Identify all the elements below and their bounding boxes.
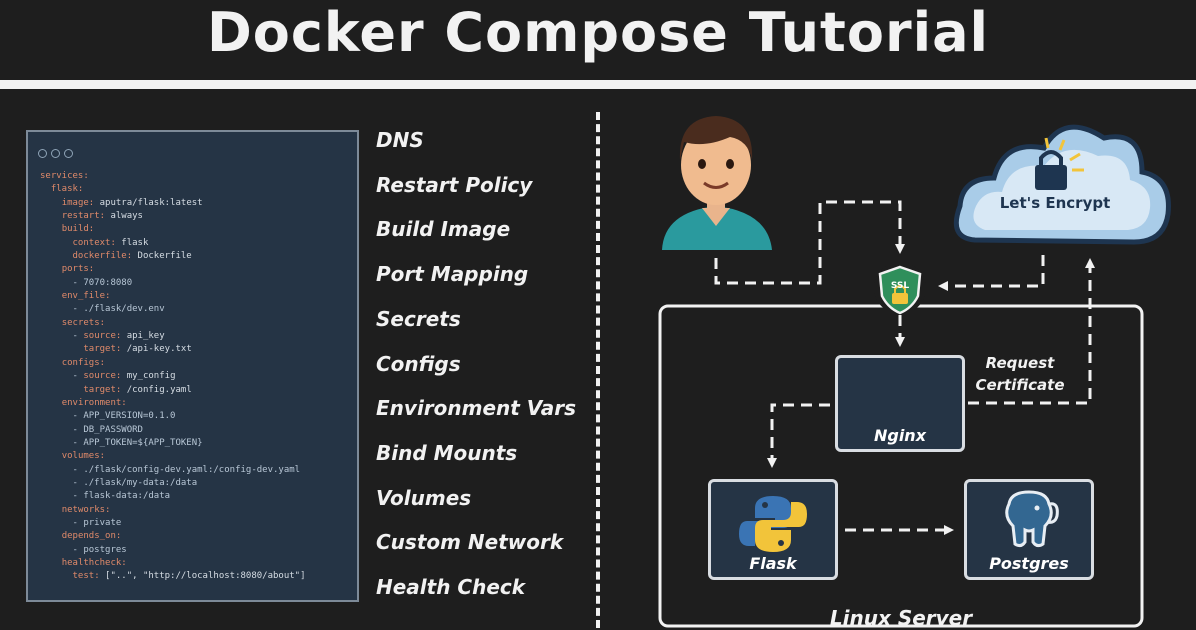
ssl-shield-icon: SSL [874, 262, 926, 315]
code-line: - ./flask/config-dev.yaml:/config-dev.ya… [40, 464, 301, 475]
code-line: test: ["..", "http://localhost:8080/abou… [72, 571, 306, 582]
compose-code: services: flask: image: aputra/flask:lat… [40, 170, 351, 584]
feature-item: Secrets [376, 306, 461, 331]
request-certificate-label: Request Certificate [960, 352, 1080, 396]
code-line: target: /config.yaml [83, 384, 192, 395]
code-line: context: flask [72, 237, 149, 248]
code-line: - ./flask/my-data:/data [40, 477, 198, 488]
code-line: - source: my_config [40, 371, 176, 382]
code-line: - 7070:8080 [40, 277, 133, 288]
code-line: secrets: [61, 317, 106, 328]
request-certificate-arrow [968, 258, 1095, 405]
ssl-badge-text: SSL [891, 281, 910, 291]
window-dot [51, 149, 60, 158]
code-line: build: [61, 224, 95, 235]
code-line: target: /api-key.txt [83, 344, 192, 355]
feature-item: Port Mapping [376, 262, 529, 287]
postgres-elephant-icon [1005, 490, 1059, 548]
page-title: Docker Compose Tutorial [206, 1, 990, 64]
code-line: configs: [61, 357, 106, 368]
python-icon [739, 496, 807, 552]
code-line: - source: api_key [40, 331, 165, 342]
code-line: - DB_PASSWORD [40, 424, 143, 435]
nginx-node: Nginx [835, 355, 965, 452]
lets-encrypt-cloud-icon [953, 124, 1171, 245]
code-line: environment: [61, 397, 127, 408]
letsencrypt-to-ssl-arrow [938, 255, 1045, 291]
lets-encrypt-label: Let's Encrypt [999, 194, 1111, 212]
feature-item: Volumes [376, 485, 472, 510]
feature-item: Custom Network [376, 530, 564, 555]
code-line: - private [40, 517, 122, 528]
code-line: restart: always [61, 211, 143, 222]
user-to-ssl-arrow [714, 200, 905, 285]
code-line: env_file: [61, 291, 111, 302]
flask-label: Flask [749, 554, 797, 573]
flask-node: Flask [708, 479, 838, 580]
window-dot [38, 149, 47, 158]
code-line: ports: [61, 264, 95, 275]
window-dots [38, 143, 77, 162]
feature-item: Environment Vars [376, 396, 576, 421]
code-line: - APP_TOKEN=${APP_TOKEN} [40, 437, 203, 448]
title-rule [0, 80, 1196, 89]
code-line: depends_on: [61, 531, 122, 542]
feature-item: Bind Mounts [376, 440, 518, 465]
postgres-node: Postgres [964, 479, 1094, 580]
dashed-divider [596, 112, 600, 628]
code-line: networks: [61, 504, 111, 515]
code-line: image: aputra/flask:latest [61, 197, 203, 208]
code-line: - flask-data:/data [40, 491, 171, 502]
request-certificate-line: Request [985, 354, 1055, 372]
connectors [714, 200, 1095, 535]
window-dot [64, 149, 73, 158]
code-line: - APP_VERSION=0.1.0 [40, 411, 176, 422]
feature-item: Health Check [376, 575, 526, 599]
user-avatar-icon [662, 116, 772, 250]
postgres-label: Postgres [989, 554, 1069, 573]
code-line: flask: [50, 184, 84, 195]
code-line: healthcheck: [61, 557, 127, 568]
code-line: volumes: [61, 451, 106, 462]
feature-item: Build Image [376, 217, 511, 242]
nginx-label: Nginx [873, 426, 927, 445]
nginx-to-flask-arrow [767, 403, 830, 468]
code-line: - postgres [40, 544, 127, 555]
code-line: - ./flask/dev.env [40, 304, 165, 315]
feature-item: Configs [376, 351, 461, 376]
feature-item: Restart Policy [376, 172, 533, 197]
request-certificate-line: Certificate [975, 376, 1065, 394]
code-line: dockerfile: Dockerfile [72, 251, 192, 262]
code-line: services: [40, 171, 89, 181]
linux-server-label: Linux Server [829, 606, 973, 630]
code-panel: services: flask: image: aputra/flask:lat… [26, 130, 359, 602]
feature-item: DNS [376, 128, 424, 152]
